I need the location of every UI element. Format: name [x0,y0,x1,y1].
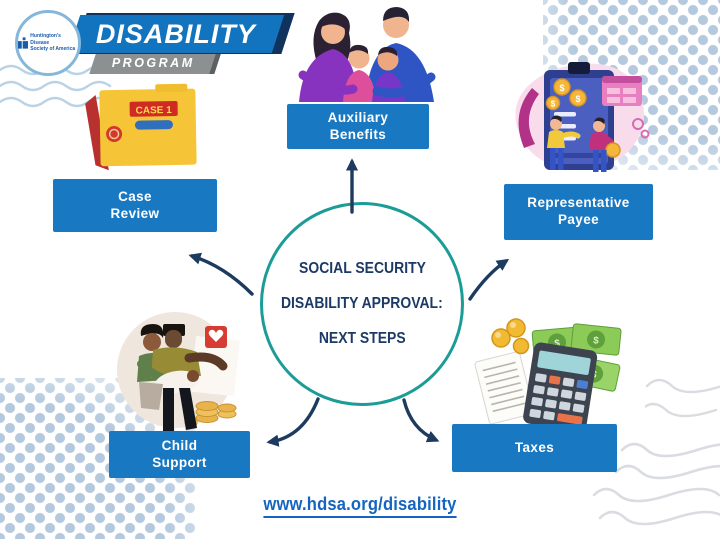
person-with-coin-icon [589,117,621,172]
node-auxiliary-benefits: Auxiliary Benefits [287,104,429,149]
svg-text:$: $ [593,335,600,347]
banner-title: DISABILITY [95,18,256,49]
node-child-support: Child Support [109,431,250,478]
svg-text:$: $ [554,338,561,349]
hdsa-logo: Huntington's Disease Society of America [15,10,81,76]
hdsa-logo-mark-icon [18,37,29,49]
center-topic-circle: SOCIAL SECURITY DISABILITY APPROVAL: NEX… [260,202,464,406]
arrow-to-child-support [266,397,320,447]
heart-card-icon [205,326,227,348]
family-illustration [298,7,436,102]
calculator-icon [523,342,598,428]
arrow-to-case-review [188,252,254,296]
svg-text:$: $ [575,94,580,104]
footer: www.hdsa.org/disability [0,494,720,518]
wave-lines-right-edge [645,378,720,418]
wave-lines-bottom-right [592,442,720,526]
stamp-icon [106,126,123,143]
svg-text:$: $ [559,83,564,93]
case-folder-label: CASE 1 [136,105,173,117]
center-line-2: DISABILITY APPROVAL: [281,295,443,312]
gears-icon [632,118,650,139]
center-line-1: SOCIAL SECURITY [298,260,426,277]
case-folder-illustration: CASE 1 [85,83,197,171]
node-representative-payee: Representative Payee [504,184,653,240]
center-line-3: NEXT STEPS [318,330,406,347]
node-taxes: Taxes [452,424,617,472]
person-icon [547,115,581,170]
website-link[interactable]: www.hdsa.org/disability [263,494,457,518]
node-case-review: Case Review [53,179,217,232]
taxes-calculator-illustration: $ $ $ [474,318,622,428]
arrow-to-representative-payee [468,258,510,301]
child-support-family-illustration [117,312,240,432]
hdsa-logo-text: Huntington's Disease Society of America [30,33,76,53]
program-banner: DISABILITY [67,15,285,53]
program-banner-sub: PROGRAM [89,51,222,74]
coins-icon [491,318,530,355]
banner-subtitle: PROGRAM [111,55,195,70]
svg-text:$: $ [551,100,556,109]
receipt-icon [474,351,535,425]
arrow-to-taxes [402,398,440,443]
dollar-coins-icon: $ $ $ [545,78,587,111]
payee-clipboard-illustration: $ $ $ [515,62,650,172]
